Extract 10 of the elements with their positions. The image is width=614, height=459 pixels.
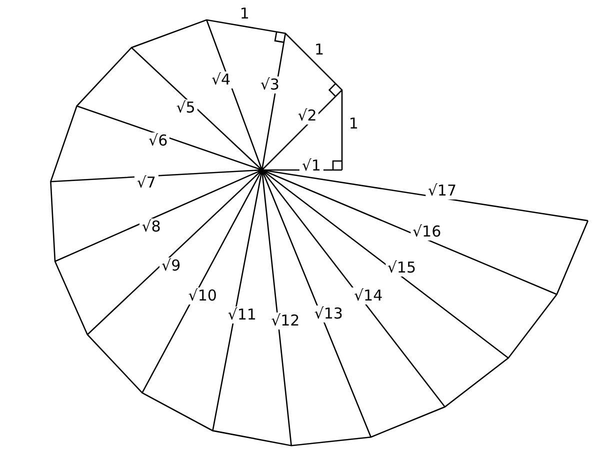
hypotenuse-label: √14 <box>352 287 385 304</box>
hypotenuse-label: √17 <box>426 182 459 200</box>
hypotenuse-label: √10 <box>186 287 219 304</box>
hypotenuse-label: √4 <box>209 71 233 88</box>
hypotenuse-label: √2 <box>296 108 319 125</box>
hypotenuse-label: √13 <box>312 306 345 322</box>
hypotenuse-label: √11 <box>226 306 258 324</box>
hypotenuse-label: √1 <box>300 157 323 174</box>
hypotenuse-label: √3 <box>258 76 282 93</box>
hypotenuse-label: √16 <box>410 223 444 240</box>
